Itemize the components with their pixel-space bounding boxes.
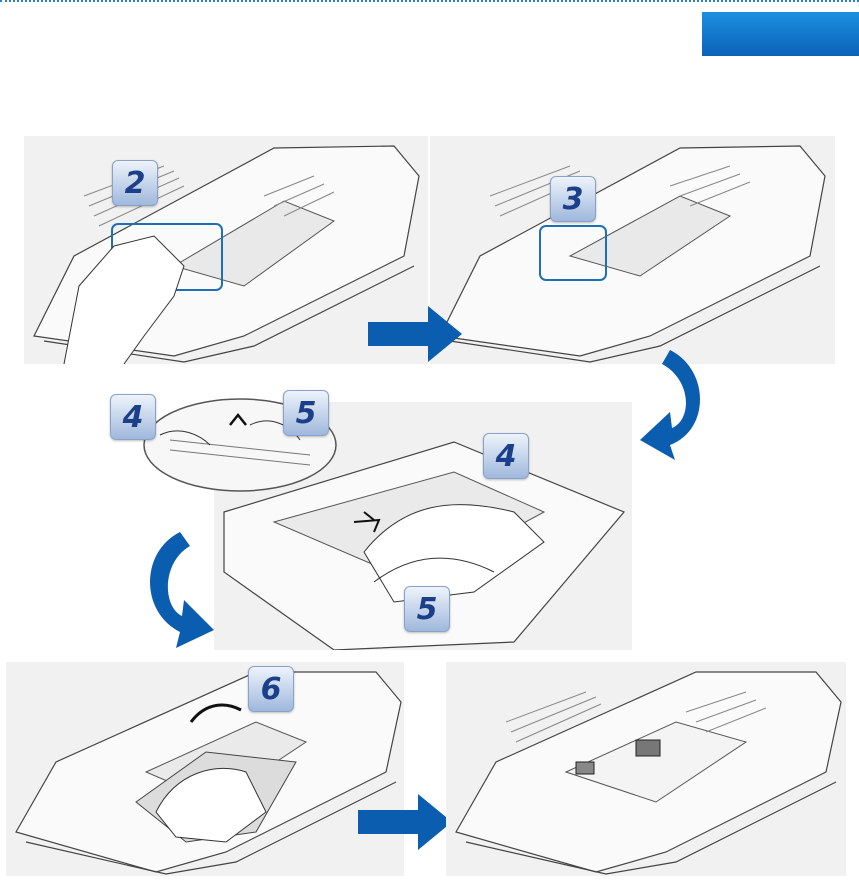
step-badge: 5 [283, 390, 329, 436]
step-badge: 2 [112, 160, 158, 206]
step-badge: 5 [404, 586, 450, 632]
illustration-step-3: 3 [430, 136, 835, 364]
curved-arrow-left-icon [150, 532, 214, 648]
laptop-bottom-illustration [33, 145, 420, 364]
header-dotted-rule [0, 0, 859, 4]
lift-arrow-icon [229, 412, 247, 426]
arrow-right-icon [368, 306, 462, 362]
illustration-step-2: 2 [24, 136, 428, 364]
laptop-bottom-illustration [439, 145, 826, 363]
step-badge: 6 [248, 666, 294, 712]
arrow-right-icon [358, 794, 452, 850]
step-badge: 3 [550, 176, 596, 222]
laptop-bottom-illustration [223, 441, 625, 650]
illustration-step-6: 6 [6, 662, 404, 876]
laptop-bottom-illustration [15, 671, 402, 875]
laptop-bottom-illustration [455, 671, 842, 875]
step-badge: 4 [483, 433, 529, 479]
chapter-tab [702, 12, 859, 56]
curved-arrow-down-icon [640, 350, 700, 460]
illustration-result [446, 662, 846, 876]
step-badge: 4 [110, 394, 156, 440]
